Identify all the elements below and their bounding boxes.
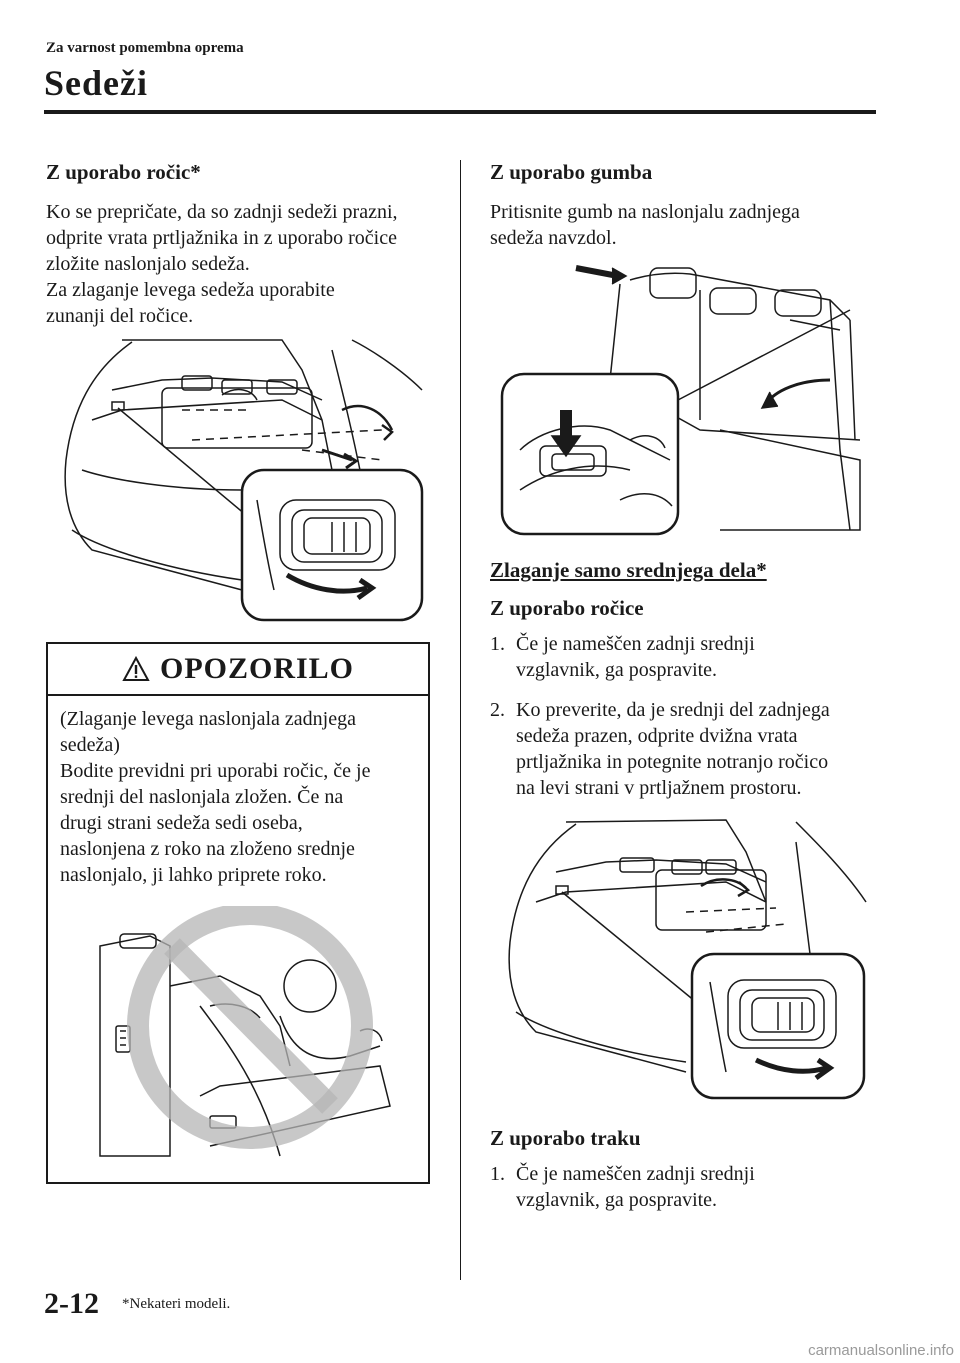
steps-strap: 1. Če je nameščen zadnji srednji vzglavni… bbox=[490, 1161, 880, 1227]
step-number: 1. bbox=[490, 633, 505, 655]
steps-lever: 1. Če je nameščen zadnji srednji vzglavni… bbox=[490, 631, 880, 815]
heading-strap: Z uporabo traku bbox=[490, 1126, 641, 1150]
step-text: vzglavnik, ga pospravite. bbox=[516, 659, 718, 681]
paragraph-levers: Ko se prepričate, da so zadnji sedeži pr… bbox=[46, 199, 398, 329]
figure-seat-button bbox=[500, 260, 870, 538]
step-text: sedeža prazen, odprite dvižna vrata bbox=[516, 725, 798, 747]
title-rule bbox=[44, 110, 876, 114]
list-item: 1. Če je nameščen zadnji srednji vzglavni… bbox=[490, 631, 880, 683]
list-item: 1. Če je nameščen zadnji srednji vzglavni… bbox=[490, 1161, 880, 1213]
step-number: 2. bbox=[490, 699, 505, 721]
paragraph-line: sedeža navzdol. bbox=[490, 227, 617, 249]
warning-triangle-icon bbox=[122, 656, 150, 682]
step-text: prtljažnika in potegnite notranjo ročico bbox=[516, 751, 829, 773]
warning-line: drugi strani sedeža sedi oseba, bbox=[60, 812, 303, 834]
paragraph-line: Za zlaganje levega sedeža uporabite bbox=[46, 279, 335, 301]
watermark: carmanualsonline.info bbox=[808, 1342, 954, 1359]
step-text: Če je nameščen zadnji srednji bbox=[516, 1163, 755, 1185]
warning-line: naslonjalo, ji lahko priprete roko. bbox=[60, 864, 327, 886]
paragraph-line: zložite naslonjalo sedeža. bbox=[46, 253, 250, 275]
paragraph-line: Pritisnite gumb na naslonjalu zadnjega bbox=[490, 201, 800, 223]
page-number: 2-12 bbox=[44, 1287, 99, 1320]
list-item: 2. Ko preverite, da je srednji del zadnje… bbox=[490, 697, 880, 801]
footnote: *Nekateri modeli. bbox=[122, 1296, 231, 1312]
warning-line: Bodite previdni pri uporabi ročic, če je bbox=[60, 760, 371, 782]
step-text: Če je nameščen zadnji srednji bbox=[516, 633, 755, 655]
step-text: Ko preverite, da je srednji del zadnjega bbox=[516, 699, 830, 721]
subsection-title: Zlaganje samo srednjega dela* bbox=[490, 558, 767, 582]
step-text: vzglavnik, ga pospravite. bbox=[516, 1189, 718, 1211]
section-label: Za varnost pomembna oprema bbox=[46, 40, 244, 56]
paragraph-line: zunanji del ročice. bbox=[46, 305, 194, 327]
page-title: Sedeži bbox=[44, 63, 148, 103]
warning-header: OPOZORILO bbox=[48, 644, 428, 696]
warning-line: (Zlaganje levega naslonjala zadnjega bbox=[60, 708, 356, 730]
figure-trunk-inner-lever bbox=[496, 812, 868, 1100]
warning-text: (Zlaganje levega naslonjala zadnjega sed… bbox=[48, 696, 428, 898]
paragraph-line: odprite vrata prtljažnika in z uporabo r… bbox=[46, 227, 397, 249]
step-text: na levi strani v prtljažnem prostoru. bbox=[516, 777, 802, 799]
column-divider bbox=[460, 160, 461, 1280]
figure-prohibited-hand bbox=[80, 906, 400, 1166]
step-number: 1. bbox=[490, 1163, 505, 1185]
warning-line: sedeža) bbox=[60, 734, 120, 756]
warning-line: srednji del naslonjala zložen. Če na bbox=[60, 786, 344, 808]
warning-box: OPOZORILO (Zlaganje levega naslonjala za… bbox=[46, 642, 430, 1184]
warning-line: naslonjena z roko na zloženo srednje bbox=[60, 838, 355, 860]
paragraph-line: Ko se prepričate, da so zadnji sedeži pr… bbox=[46, 201, 398, 223]
warning-title: OPOZORILO bbox=[159, 652, 355, 685]
paragraph-button: Pritisnite gumb na naslonjalu zadnjega s… bbox=[490, 199, 800, 251]
heading-levers: Z uporabo ročic* bbox=[46, 160, 201, 184]
figure-trunk-lever bbox=[52, 330, 424, 622]
heading-button: Z uporabo gumba bbox=[490, 160, 653, 184]
heading-lever-middle: Z uporabo ročice bbox=[490, 596, 644, 620]
